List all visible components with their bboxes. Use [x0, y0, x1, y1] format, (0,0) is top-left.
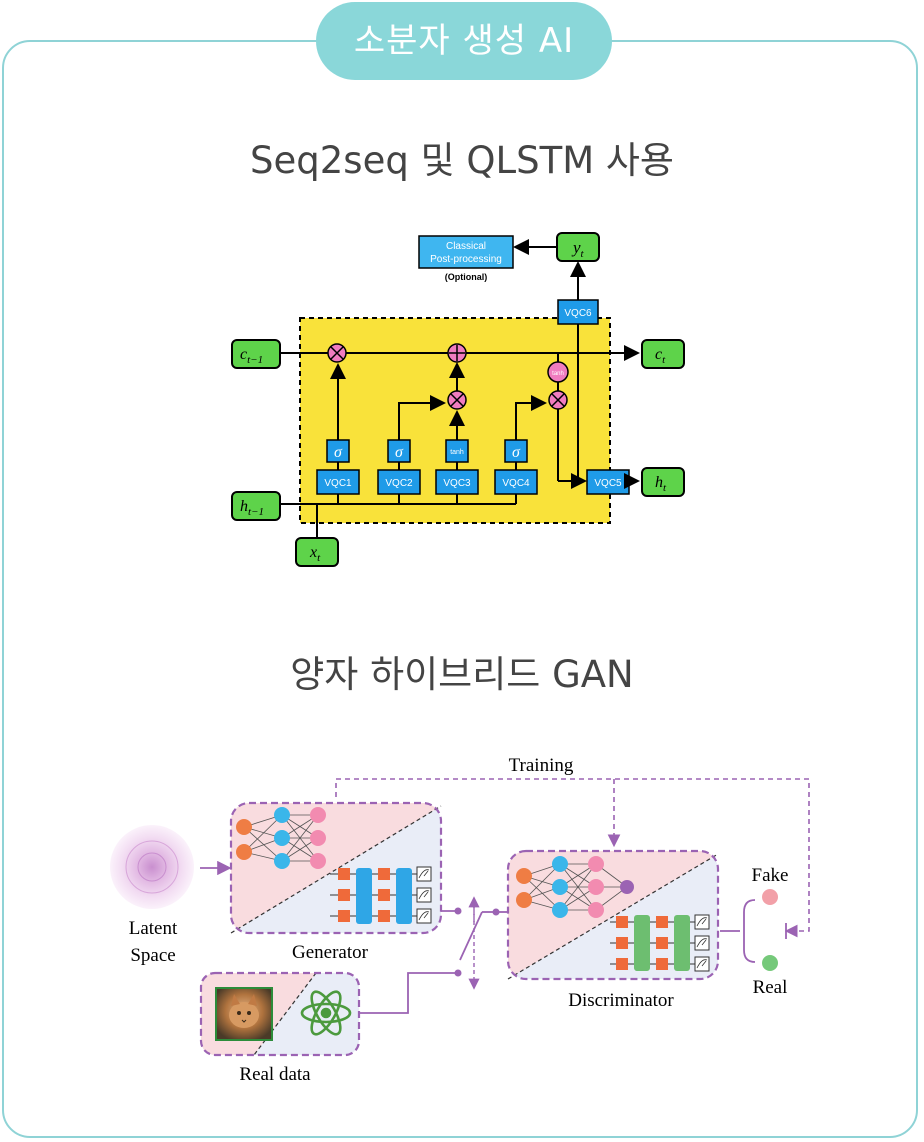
qlstm-section-title: Seq2seq 및 QLSTM 사용	[250, 139, 674, 182]
real-label: Real	[753, 977, 788, 998]
c-t-label: ct	[655, 346, 666, 366]
sigma2-label: σ	[395, 444, 404, 461]
training-label: Training	[509, 755, 574, 776]
postprocess-box	[418, 235, 514, 269]
generator-quantum-circuit	[330, 866, 432, 924]
vqc2-label: VQC2	[385, 478, 413, 489]
atom-icon	[300, 990, 352, 1036]
category-badge: 소분자 생성 AI	[316, 2, 612, 80]
latent-space-orb	[110, 825, 194, 909]
real-output-dot	[762, 955, 778, 971]
fake-output-dot	[762, 889, 778, 905]
vqc4-box	[494, 469, 538, 495]
discriminator-box	[506, 849, 720, 981]
gan-section-title: 양자 하이브리드 GAN	[290, 653, 634, 696]
fake-label: Fake	[752, 865, 789, 886]
c-t-box	[641, 339, 685, 369]
sigma1-label: σ	[334, 444, 343, 461]
postprocess-line2: Post-processing	[430, 254, 502, 265]
vqc1-label: VQC1	[324, 478, 352, 489]
tanh-box-label: tanh	[450, 449, 464, 456]
real-data-label: Real data	[239, 1064, 311, 1085]
postprocess-line1: Classical	[446, 241, 486, 252]
discriminator-label: Discriminator	[568, 990, 674, 1011]
vqc4-label: VQC4	[502, 478, 530, 489]
latent-label-2: Space	[130, 945, 175, 966]
tanh-op-label: tanh	[552, 371, 564, 377]
sigma4-label: σ	[512, 444, 521, 461]
postprocess-optional: (Optional)	[445, 272, 488, 282]
vqc6-label: VQC6	[564, 308, 592, 319]
latent-label-1: Latent	[129, 918, 178, 939]
vqc5-box	[586, 469, 630, 495]
cat-photo	[215, 987, 273, 1041]
vqc2-box	[377, 469, 421, 495]
vqc5-label: VQC5	[594, 478, 622, 489]
generator-label: Generator	[292, 942, 369, 963]
h-t-box	[641, 467, 685, 497]
discriminator-quantum-circuit	[610, 914, 710, 972]
h-prev-box	[231, 491, 281, 521]
vqc6-box	[557, 299, 599, 325]
vqc3-box	[435, 469, 479, 495]
x-t-box	[295, 537, 339, 567]
vqc3-label: VQC3	[443, 478, 471, 489]
